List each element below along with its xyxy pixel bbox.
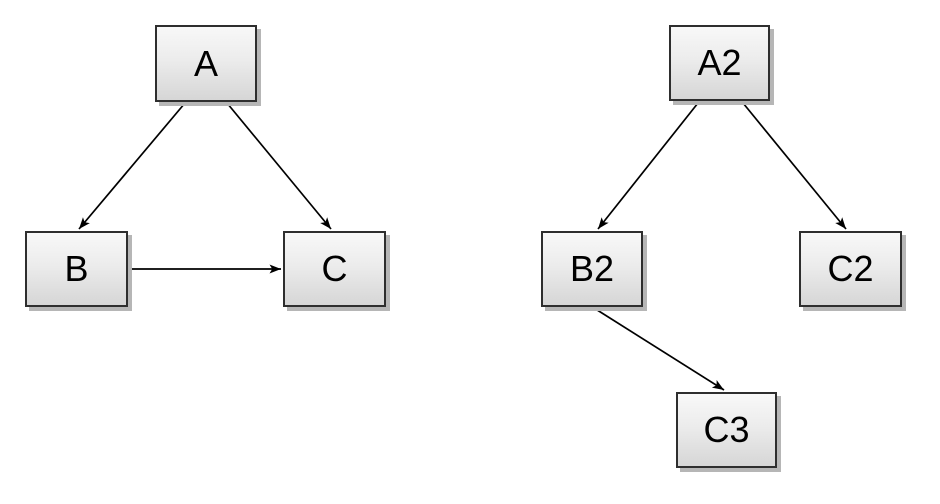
node-label-B2: B2 [569, 248, 615, 289]
edge-A-to-C [226, 102, 332, 230]
edge-A2-to-C2 [742, 102, 847, 230]
node-B2: B2 [541, 231, 643, 307]
node-label-A2: A2 [697, 42, 742, 83]
node-label-C3: C3 [703, 409, 750, 450]
node-C: C [283, 231, 386, 307]
node-label-C2: C2 [827, 248, 874, 289]
node-label-B: B [64, 248, 89, 289]
node-C3: C3 [676, 392, 777, 468]
node-label-C: C [321, 248, 348, 289]
node-C2: C2 [799, 231, 902, 307]
edge-A-to-B [78, 102, 186, 230]
node-B: B [25, 231, 128, 307]
node-A2: A2 [669, 25, 770, 101]
node-A: A [155, 25, 257, 102]
node-label-A: A [193, 42, 218, 84]
edge-B2-to-C3 [593, 307, 725, 391]
edge-A2-to-B2 [597, 102, 699, 230]
